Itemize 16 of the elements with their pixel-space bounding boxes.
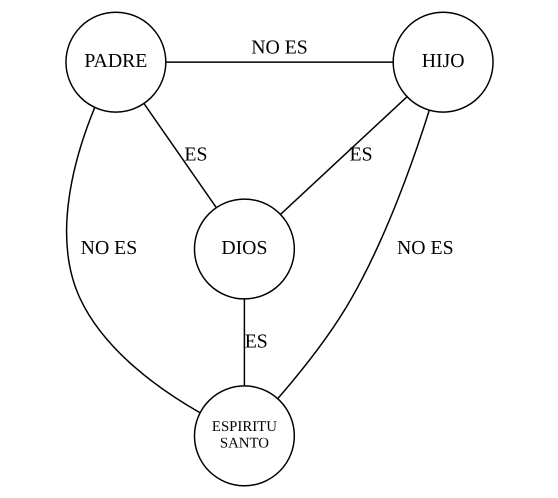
connector [280,96,407,215]
node-circle: PADRE [64,11,166,113]
edge-label: NO ES [80,236,137,259]
edge-label: ES [244,330,268,352]
edge-label: NO ES [250,36,308,58]
connector [165,61,393,63]
connector [65,107,200,414]
edge-label: ES [349,144,372,166]
connector [276,110,430,400]
node-circle: ESPIRITU SANTO [193,385,295,487]
connector [243,299,245,386]
node-circle: HIJO [392,11,494,113]
node-circle: DIOS [193,198,295,300]
edge-label: ES [184,144,207,166]
connector [142,103,216,208]
edge-label: NO ES [396,236,454,259]
